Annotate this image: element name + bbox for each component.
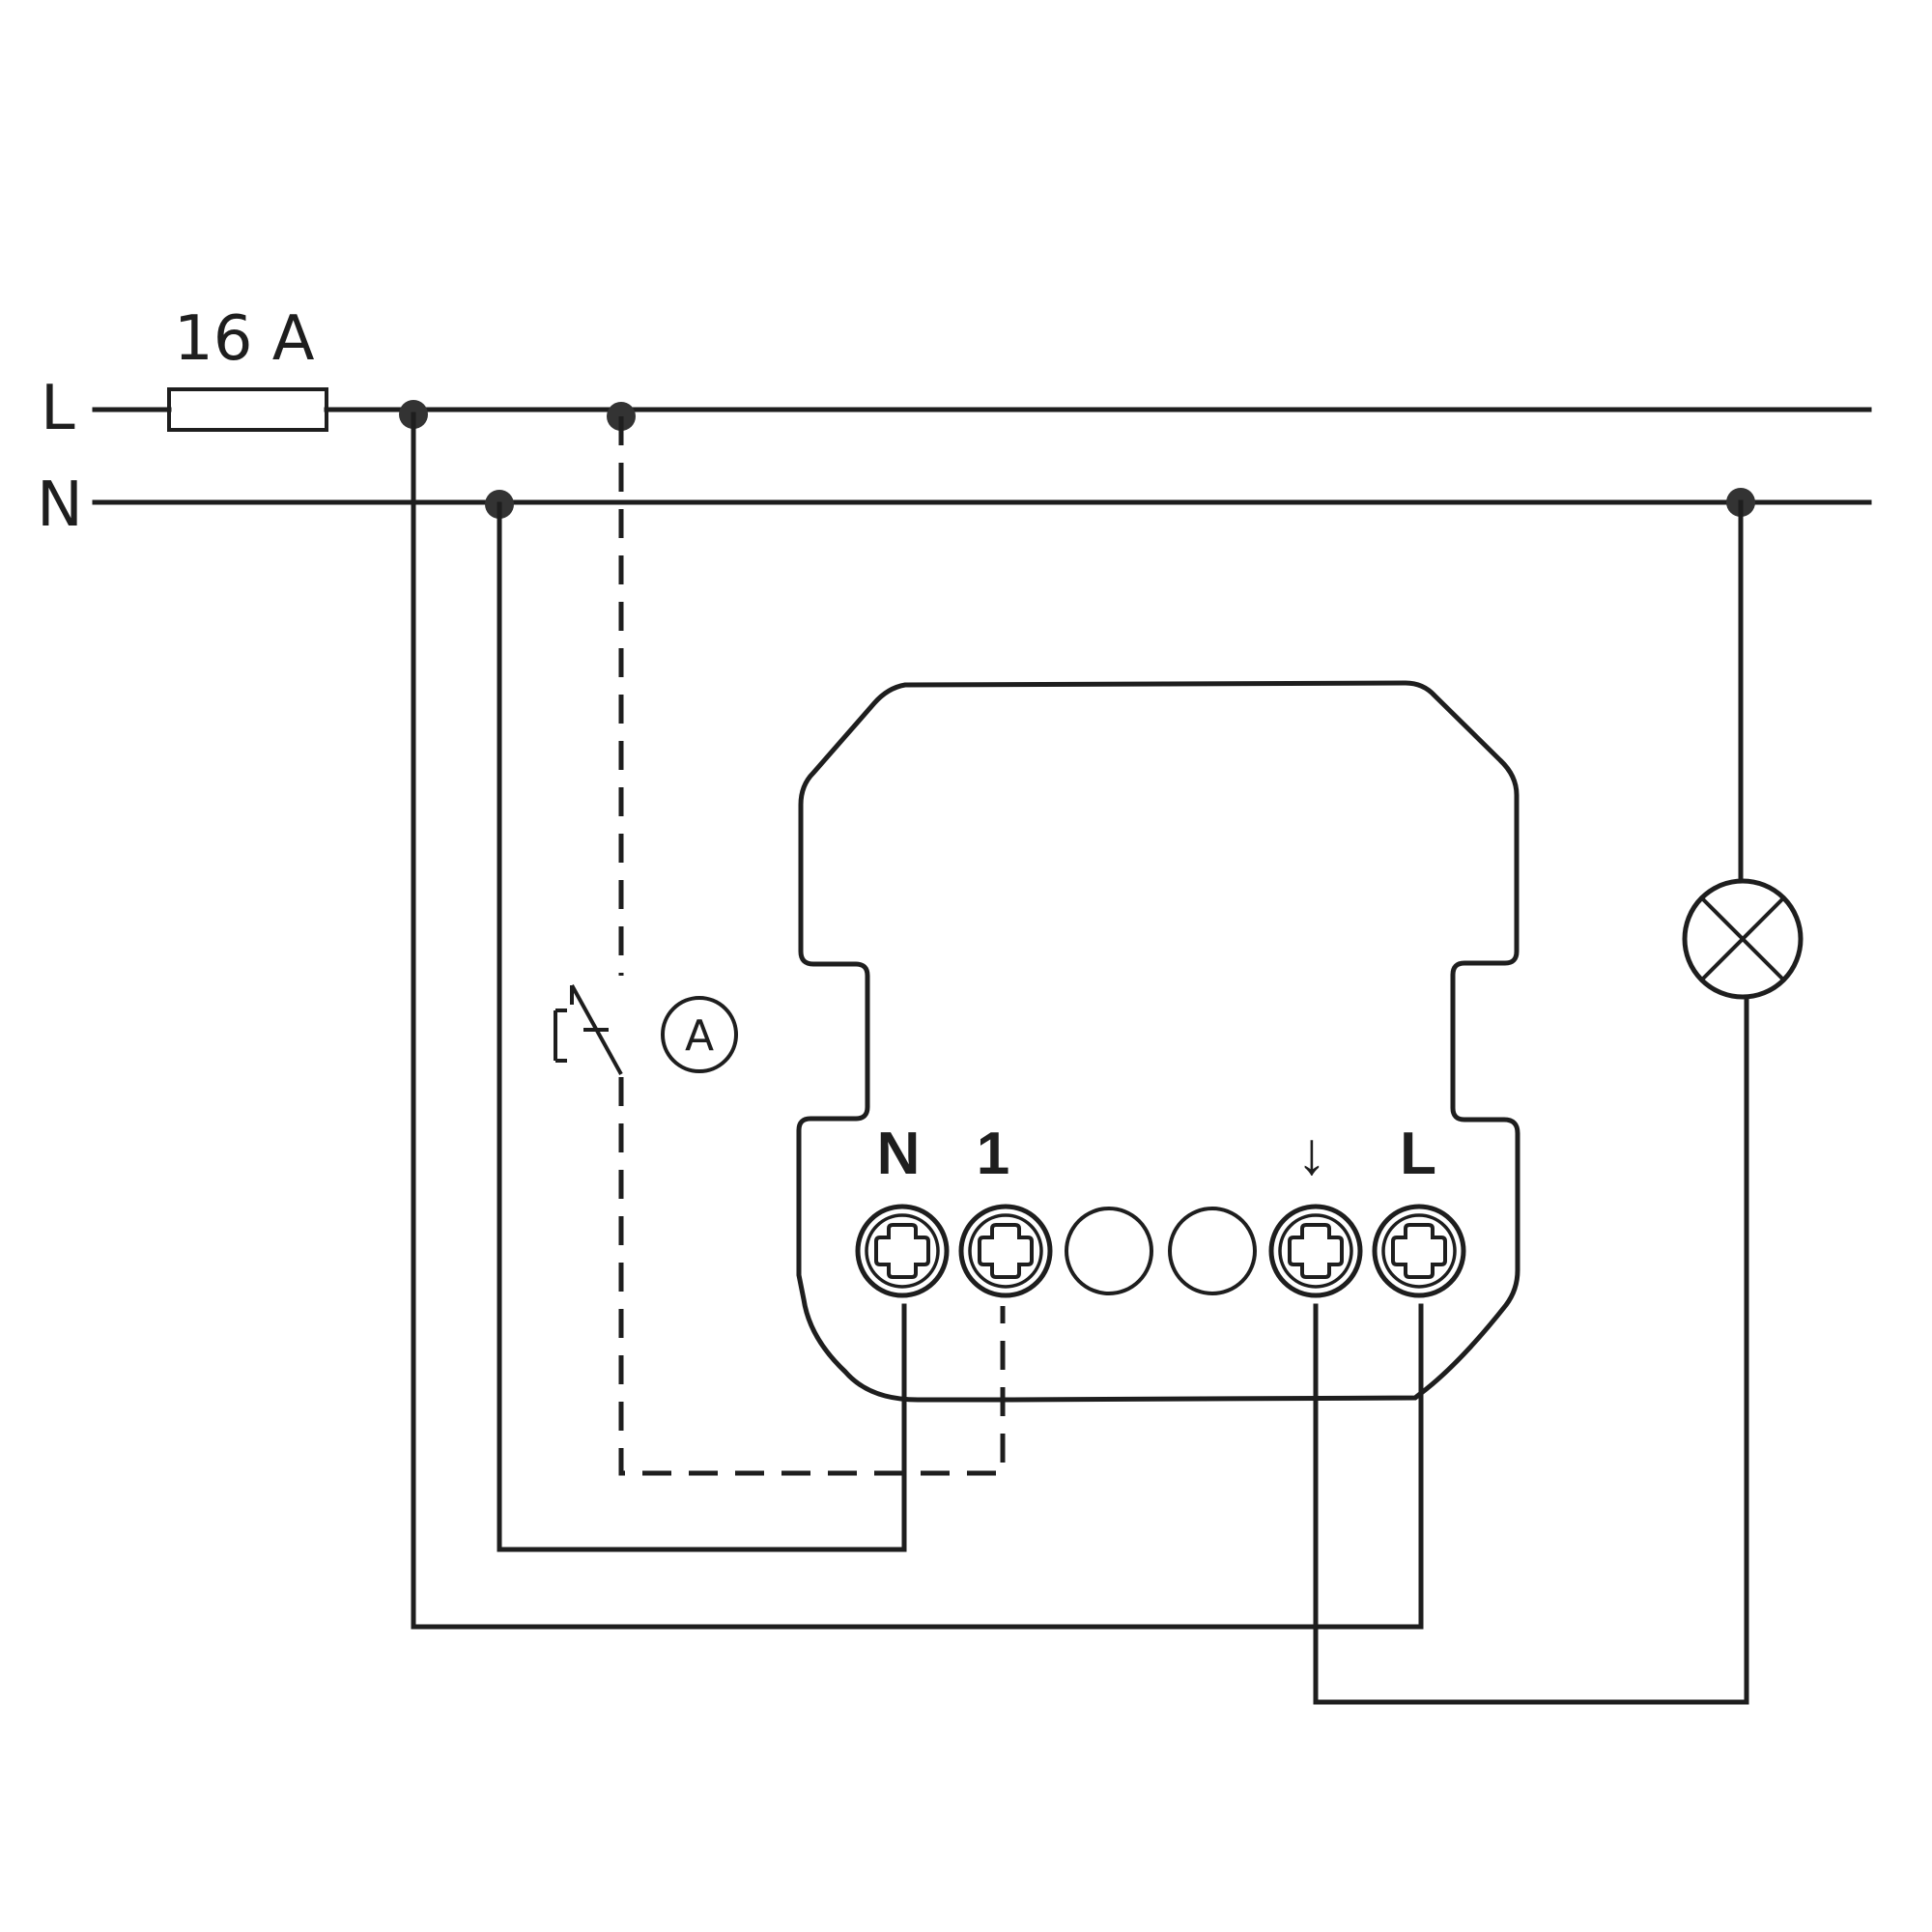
screw-terminal-icon bbox=[961, 1207, 1050, 1295]
screw-terminal-icon bbox=[1375, 1207, 1463, 1295]
terminal-label-1: 1 bbox=[977, 1121, 1009, 1187]
neutral-rail-label: N bbox=[37, 469, 83, 541]
screw-terminal-icon bbox=[858, 1207, 947, 1295]
pushbutton-wire bbox=[618, 1077, 1006, 1476]
empty-terminal-slot bbox=[1065, 1207, 1153, 1295]
pushbutton-marker-label: A bbox=[685, 1011, 714, 1061]
empty-terminal-slot bbox=[1168, 1207, 1257, 1295]
pushbutton-icon bbox=[554, 984, 623, 1075]
line-rail-label: L bbox=[41, 373, 75, 444]
terminal-label-load: ↓ bbox=[1297, 1121, 1327, 1187]
lamp-icon bbox=[1682, 878, 1804, 1000]
line-feed-wire bbox=[411, 412, 1424, 1630]
terminal-label-l: L bbox=[1400, 1121, 1436, 1187]
fuse-icon bbox=[167, 387, 328, 432]
load-output-wire bbox=[1313, 997, 1749, 1705]
pushbutton-marker-circle bbox=[661, 996, 738, 1073]
device-housing bbox=[796, 680, 1520, 1403]
screw-terminal-icon bbox=[1271, 1207, 1360, 1295]
neutral-feed-wire bbox=[497, 501, 907, 1552]
fuse-rating-label: 16 A bbox=[174, 303, 315, 375]
terminal-label-n: N bbox=[877, 1121, 921, 1187]
